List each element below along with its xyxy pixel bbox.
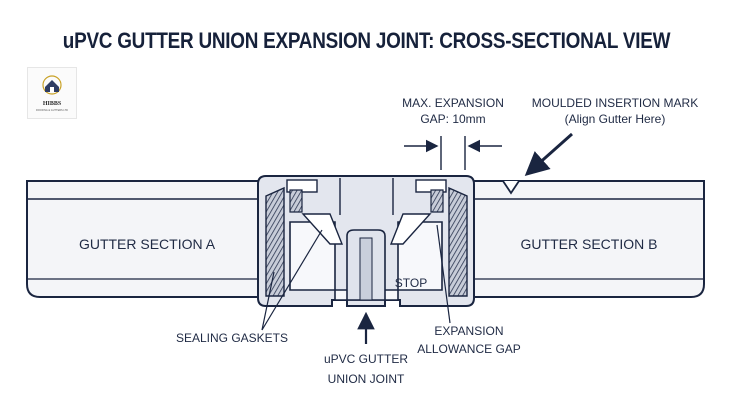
stop-label: STOP [395,276,427,290]
gutter-section-a [26,180,269,298]
joint-label-line1: uPVC GUTTER [324,352,408,366]
mark-label-line1: MOULDED INSERTION MARK [532,96,698,110]
mark-leader-arrow [524,132,573,176]
mark-label-line2: (Align Gutter Here) [565,112,666,126]
page-title: uPVC GUTTER UNION EXPANSION JOINT: CROSS… [62,28,671,53]
gutter-section-b [464,180,705,298]
section-a-label: GUTTER SECTION A [79,236,216,252]
expansion-gap-dimension [404,136,502,170]
company-logo: HIBBS ROOFING & GUTTERS LTD [27,67,77,119]
house-icon [42,75,62,95]
gap-label-line2: GAP: 10mm [420,112,485,126]
logo-name: HIBBS [42,101,62,107]
gap-label-line1: MAX. EXPANSION [402,96,504,110]
logo-tagline: ROOFING & GUTTERS LTD [36,109,68,112]
insertion-mark-notch [502,180,520,195]
section-b-label: GUTTER SECTION B [521,236,658,252]
allowance-label-line1: EXPANSION [434,324,503,338]
gaskets-label: SEALING GASKETS [176,331,288,345]
allowance-label-line2: ALLOWANCE GAP [417,342,521,356]
gasket-leader-lines [261,229,323,331]
sealing-gaskets [265,186,468,297]
allowance-leader-line [436,224,451,324]
joint-label-line2: UNION JOINT [328,372,405,386]
